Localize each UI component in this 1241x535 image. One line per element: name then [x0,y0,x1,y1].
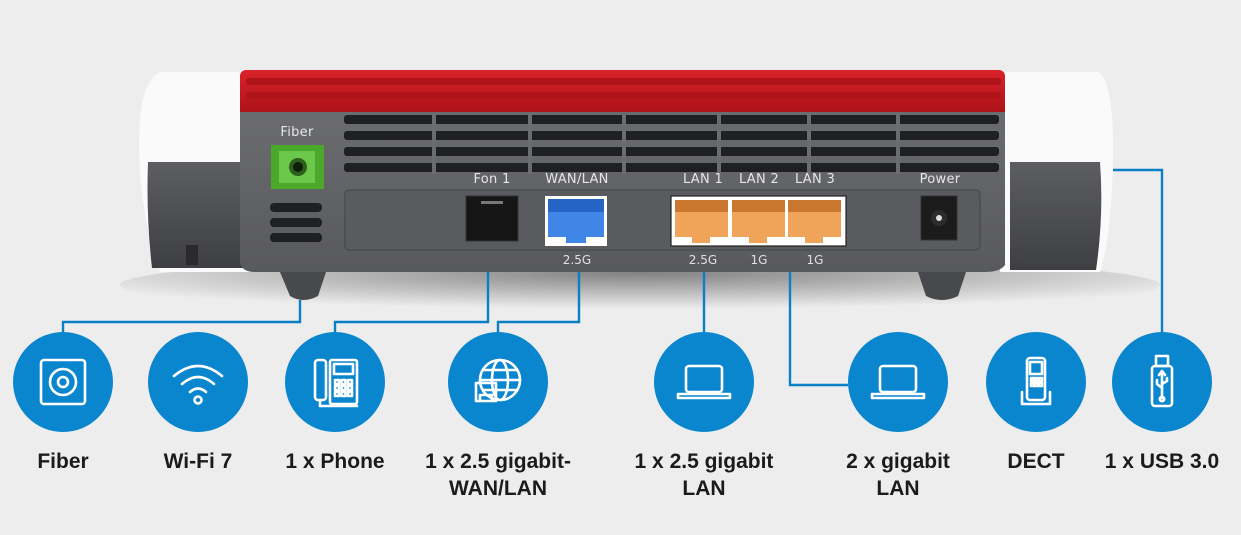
dect-handset-icon [986,332,1086,432]
feature-lan-2-5g: 1 x 2.5 gigabit LAN [629,332,779,502]
feature-lan-gigabit: 2 x gigabit LAN [823,332,973,502]
fiber-socket-icon [13,332,113,432]
power-port-label: Power [919,172,961,187]
fiber-port-label: Fiber [280,125,314,140]
lan3-speed: 1G [806,253,824,267]
feature-wan-lan: 1 x 2.5 gigabit- WAN/LAN [423,332,573,502]
feature-label: 1 x USB 3.0 [1104,450,1220,473]
lan1-port-label: LAN 1 [682,172,724,187]
wan-lan-port-label: WAN/LAN [545,172,609,187]
feature-label: 1 x 2.5 gigabit- WAN/LAN [425,450,571,500]
feature-phone: 1 x Phone [260,332,410,475]
usb-stick-icon [1112,332,1212,432]
lan2-port-label: LAN 2 [738,172,780,187]
feature-label: 1 x 2.5 gigabit LAN [634,450,774,500]
lan1-speed: 2.5G [688,253,718,267]
foot-right [918,272,966,300]
feature-label: DECT [1007,450,1065,473]
feature-wifi: Wi-Fi 7 [123,332,273,475]
feature-label: 1 x Phone [285,450,385,473]
feature-dect: DECT [961,332,1111,475]
lan3-port-label: LAN 3 [794,172,836,187]
lan2-speed: 1G [750,253,768,267]
feature-label: 2 x gigabit LAN [846,450,950,500]
globe-lan-icon [448,332,548,432]
laptop-icon [654,332,754,432]
vent-grille [344,115,999,172]
laptop-icon [848,332,948,432]
feature-fiber: Fiber [0,332,138,475]
desk-phone-icon [285,332,385,432]
feature-usb: 1 x USB 3.0 [1087,332,1237,475]
wan-lan-speed: 2.5G [562,253,592,267]
wifi-icon [148,332,248,432]
port-tray [344,189,981,251]
router-illustration: Fiber Fon 1 WAN/LAN LAN 1 LAN 2 LAN 3 Po… [120,70,1160,315]
feature-label: Fiber [37,450,89,473]
feature-label: Wi-Fi 7 [163,450,233,473]
router-body [120,70,1160,315]
fon1-port-label: Fon 1 [473,172,511,187]
foot-left [280,272,326,300]
